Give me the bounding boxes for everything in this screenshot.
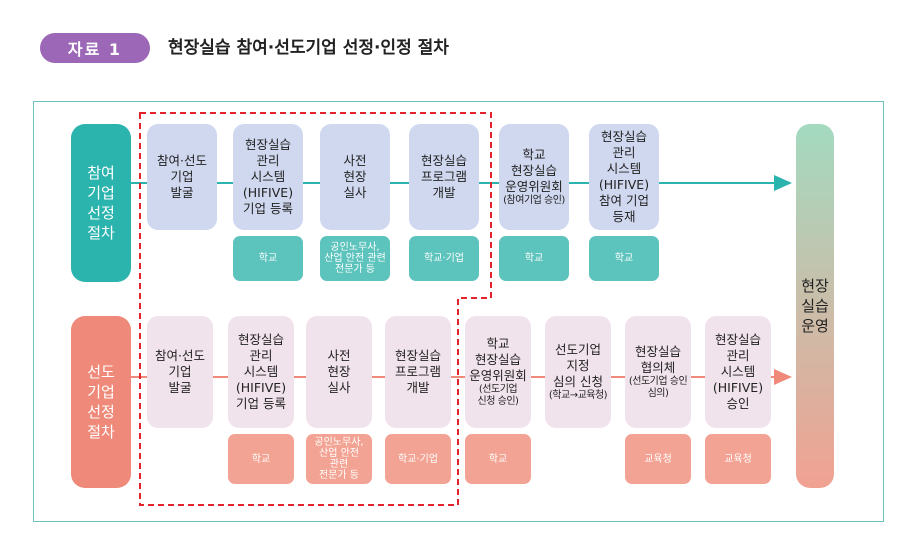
top-tag-school-company: 학교·기업	[409, 236, 479, 281]
diagram-frame	[33, 101, 884, 522]
top-step-site-inspection: 사전 현장 실사	[320, 124, 390, 230]
bottom-tag-edu-office-1: 교육청	[625, 434, 691, 484]
operation-column: 현장 실습 운영	[796, 124, 834, 488]
top-tag-school-3: 학교	[589, 236, 659, 281]
bottom-step-discovery: 참여·선도 기업 발굴	[147, 316, 213, 428]
participation-row-label: 참여 기업 선정 절차	[71, 124, 131, 282]
highlight-dashed-outline	[139, 112, 492, 506]
page-title: 현장실습 참여·선도기업 선정·인정 절차	[168, 38, 449, 58]
bottom-tag-edu-office-2: 교육청	[705, 434, 771, 484]
bottom-step-hifive-register: 현장실습 관리 시스템 (HIFIVE) 기업 등록	[228, 316, 294, 428]
top-step-hifive-listing: 현장실습 관리 시스템 (HIFIVE) 참여 기업 등재	[589, 124, 659, 230]
top-step-discovery: 참여·선도 기업 발굴	[147, 124, 217, 230]
bottom-step-designation-request: 선도기업 지정 심의 신청(학교→교육청)	[545, 316, 611, 428]
bottom-tag-school-2: 학교	[465, 434, 531, 484]
bottom-step-committee: 학교 현장실습 운영위원회(선도기업 신청 승인)	[465, 316, 531, 428]
bottom-tag-experts: 공인노무사, 산업 안전 관련 전문가 등	[306, 434, 372, 484]
bottom-tag-school-company: 학교·기업	[385, 434, 451, 484]
top-tag-school-1: 학교	[233, 236, 303, 281]
top-step-committee: 학교 현장실습 운영위원회(참여기업 승인)	[499, 124, 569, 230]
top-step-hifive-register: 현장실습 관리 시스템 (HIFIVE) 기업 등록	[233, 124, 303, 230]
bottom-step-site-inspection: 사전 현장 실사	[306, 316, 372, 428]
bottom-step-hifive-approval: 현장실습 관리 시스템 (HIFIVE) 승인	[705, 316, 771, 428]
leading-row-label: 선도 기업 선정 절차	[71, 316, 131, 488]
bottom-step-council: 현장실습 협의체(선도기업 승인 심의)	[625, 316, 691, 428]
bottom-tag-school-1: 학교	[228, 434, 294, 484]
top-tag-experts: 공인노무사, 산업 안전 관련 전문가 등	[320, 236, 390, 281]
bottom-step-program-dev: 현장실습 프로그램 개발	[385, 316, 451, 428]
top-tag-school-2: 학교	[499, 236, 569, 281]
top-step-program-dev: 현장실습 프로그램 개발	[409, 124, 479, 230]
source-badge: 자료 1	[40, 33, 150, 63]
